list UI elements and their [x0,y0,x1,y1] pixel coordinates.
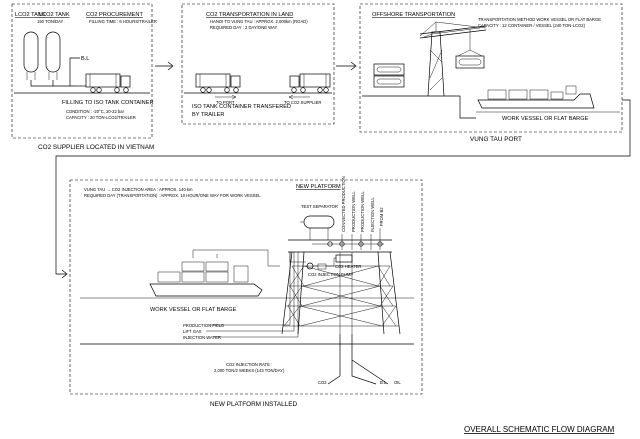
arrow-1-to-2 [155,61,174,71]
panel-1-caption: CO2 SUPPLIER LOCATED IN VIETNAM [38,144,154,151]
test-separator-label: TEST SEPARATOR [301,204,338,209]
vessel-capacity-note: CAPACITY : 12 CONTAINER / VESSEL (240 TO… [478,23,586,28]
quay-wall [362,95,476,119]
work-vessel-port [477,85,595,109]
panel-land-transport: CO2 TRANSPORTATION IN LAND HANOI TO VUNG… [181,3,335,125]
process-lines [206,252,299,338]
port-crane [419,21,487,97]
injection-route-note: VUNG TAU → CO2 INJECTION AREA : APPROX. … [84,187,193,192]
transport-method-note: TRANSPORTATION METHOD WORK VESSEL OR FLA… [478,17,601,22]
co2-well-label: CO2 [318,380,327,385]
bl-label: B.L [81,56,89,62]
co2-heater-label: CO2 HEATER [335,264,361,269]
to-supplier-label: TO CO2 SUPPLIER [284,100,321,105]
arrow-3-to-4 [55,99,631,279]
vertical-label-connected-production: CONNECTED PRODUCTION [341,176,346,232]
lco2-tank-1 [23,31,39,80]
tank-piping [30,80,76,87]
panel-new-platform: VUNG TAU → CO2 INJECTION AREA : APPROX. … [69,176,423,408]
offshore-title: OFFSHORE TRANSPORTATION [372,12,455,18]
capacity-trailer-note: CAPACITY : 20 TON-LCO2/TRAILER [66,115,136,120]
panel-2-frame [181,3,335,125]
injection-water-label: INJECTION WATER [183,335,221,340]
diagram-title: OVERALL SCHEMATIC FLOW DIAGRAM [464,425,615,434]
required-day-note: REQUIRED DAY : 2 DAY/ONE WAY [210,25,277,30]
iso-transfer-label-2: BY TRAILER [192,112,224,118]
trailer-filling [85,73,131,93]
new-platform-title: NEW PLATFORM [296,184,341,190]
transport-time-note: REQUIRED DAY (TRANSPORTATION) : APPROX. … [84,193,261,198]
to-supplier-arrow [288,94,310,100]
panel-3-frame [359,3,623,133]
trailer-to-supplier [289,73,331,93]
co2-pump-label-1: CO2 INJECTION PUMP [308,272,353,277]
bl-well-label: B.L [380,380,387,385]
work-vessel-platform [149,249,280,297]
panel-3-caption: VUNG TAU PORT [470,136,522,143]
injection-piping [289,252,336,267]
panel-4-frame [69,179,423,395]
lco2-tank-label-2: LCO2 TANK [39,12,70,18]
stacked-containers-port [373,63,405,88]
route-note: HANOI TO VUNG TAU : APPROX. 2,000km (ROA… [210,19,308,24]
co2-procurement-title: CO2 PROCUREMENT [86,12,143,18]
panel-4-caption: NEW PLATFORM INSTALLED [210,401,297,408]
iso-transfer-label-1: ISO TANK CONTAINER TRANSFERED [192,104,291,110]
vertical-label-production-well-1: PRODUCTION WELL [351,191,356,232]
lco2-tank-label-1: LCO2 TANK [15,12,46,18]
condition-note: CONDITION : -20°C, 20-22 bar [66,109,125,114]
lift-gas-label: LIFT GAS [183,329,202,334]
panel-1-frame [11,3,153,139]
valves [327,241,383,247]
arrow-2-to-3 [336,61,357,71]
platform-vessel-label: WORK VESSEL OR FLAT BARGE [150,307,237,313]
vertical-label-production-well-2: PRODUCTION WELL [360,191,365,232]
panel-co2-supplier: LCO2 TANK LCO2 TANK CO2 PROCUREMENT 150 … [11,3,157,151]
trailer-to-port [195,73,241,93]
to-port-arrow [215,94,237,100]
platform-jacket [281,251,401,335]
vertical-label-from-b2: FROM B2 [379,207,384,226]
capacity-note: 150 TON/DAY [37,19,64,24]
co2-heater: CO2 HEATER [335,254,361,269]
injection-rate-label: CO2 INJECTION RATE : [226,362,272,367]
panel-offshore-transport: OFFSHORE TRANSPORTATION TRANSPORTATION M… [359,3,623,143]
well-lines [327,334,389,385]
hoisted-container [455,55,485,69]
land-transport-title: CO2 TRANSPORTATION IN LAND [206,12,293,18]
lco2-tank-2 [45,31,61,80]
vertical-label-injection-well: INJECTION WELL [370,197,375,232]
production-field-label: PRODUCTION FIELD [183,323,224,328]
oil-well-label: OIL [394,380,401,385]
to-port-label: TO PORT [216,100,235,105]
bl-line [69,57,80,86]
filling-label: FILLING TO ISO TANK CONTAINER [62,100,154,106]
filling-time-note: FILLING TIME : 6 HOURS/TRAILER [89,19,157,24]
port-vessel-label: WORK VESSEL OR FLAT BARGE [502,116,589,122]
test-separator [300,215,335,240]
injection-rate-value: 2,000 TON/2 WEEKS (143 TON/DAY) [214,368,285,373]
well-labels: CONNECTED PRODUCTION PRODUCTION WELL PRO… [341,176,384,250]
